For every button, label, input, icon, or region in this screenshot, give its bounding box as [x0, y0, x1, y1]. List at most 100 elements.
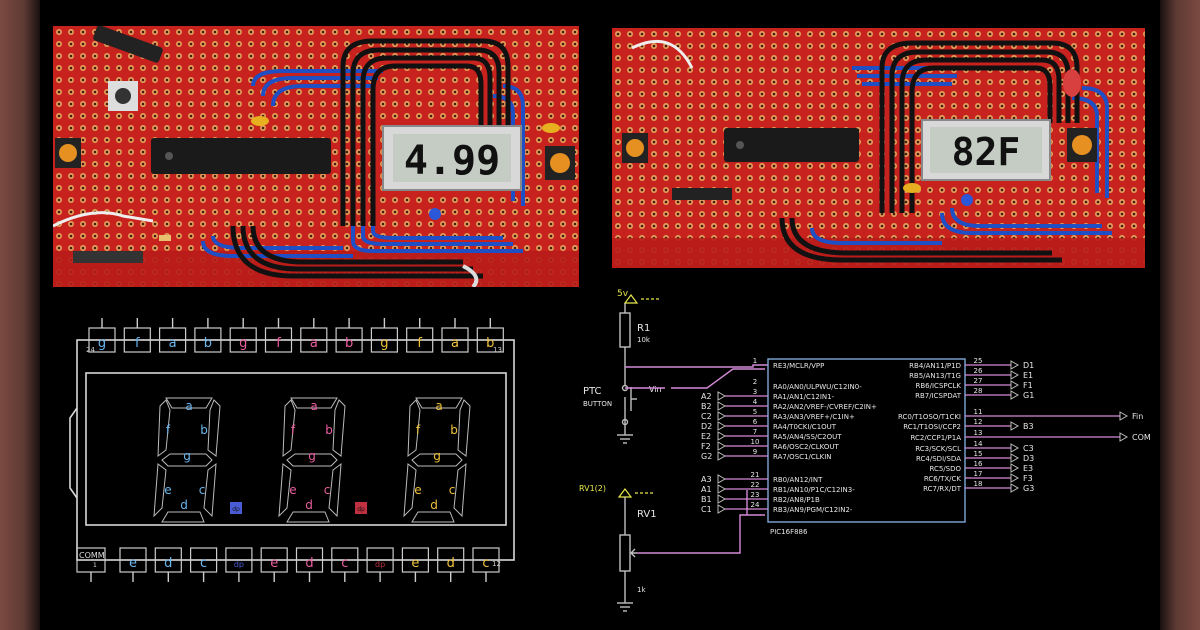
pin-number: 4 [753, 398, 758, 406]
supply-symbol [623, 294, 661, 304]
net-label: Fin [1132, 412, 1143, 421]
pin-function: RC1/T1OSI/CCP2 [903, 423, 961, 431]
top-pin-label: a [310, 336, 318, 351]
pin-number-12: 12 [492, 560, 501, 568]
bottom-pin-12: c [472, 547, 500, 582]
pic16f886-chip [767, 358, 966, 523]
pin-number: 23 [751, 491, 760, 499]
net-label: C2 [701, 412, 712, 421]
top-pin-11: a [441, 318, 469, 353]
pin-function: RE3/MCLR/VPP [773, 362, 824, 370]
pin-number: 12 [974, 418, 983, 426]
decimal-point-1 [230, 502, 242, 514]
bottom-pin-label: d [164, 556, 172, 571]
pin-function: RA4/T0CKI/C1OUT [773, 423, 837, 431]
pin-function: RA2/AN2/VREF-/CVREF/C2IN+ [773, 403, 877, 411]
top-pin-10: f [406, 318, 434, 353]
bottom-pin-label: dp [375, 560, 385, 569]
vin-label: Vin [649, 385, 662, 394]
lcd-reading-right: 82F [952, 130, 1021, 174]
top-pin-label: b [345, 336, 353, 351]
net-label: G1 [1023, 391, 1034, 400]
segment-label-e: e [164, 483, 171, 497]
bottom-pin-label: c [200, 556, 207, 571]
pin-number: 3 [753, 388, 757, 396]
bottom-pin-3: d [154, 547, 182, 582]
net-label: E2 [701, 432, 711, 441]
pin-function: RC7/RX/DT [923, 485, 962, 493]
pin-number: 16 [974, 460, 983, 468]
segment-label-b: b [200, 423, 208, 437]
pin-number: 2 [753, 378, 757, 386]
circuit-photo-right: 82F [612, 28, 1145, 268]
net-label: COM [1132, 433, 1151, 442]
bottom-pin-11: d [437, 547, 465, 582]
net-label: A2 [701, 392, 712, 401]
segment-label-c: c [324, 483, 331, 497]
segment-label-e: e [414, 483, 421, 497]
bottom-pin-label: d [305, 556, 313, 571]
pin-number: 22 [751, 481, 760, 489]
bottom-pin-4: c [189, 547, 218, 582]
top-pin-label: g [98, 336, 106, 351]
lcd-outline [76, 339, 515, 561]
r1-value: 10k [637, 336, 651, 344]
net-label: A3 [701, 475, 712, 484]
top-pin-9: g [370, 318, 398, 353]
bottom-pin-label: c [341, 556, 348, 571]
black-wire-bundle [779, 40, 1080, 263]
top-pin-label: f [135, 336, 140, 351]
pin-number: 6 [753, 418, 758, 426]
segment-label-b: b [450, 423, 458, 437]
segment-label-f: f [291, 423, 296, 437]
segment-label-a: a [185, 399, 192, 413]
segment-label-b: b [325, 423, 333, 437]
pin-function: RA3/AN3/VREF+/C1IN+ [773, 413, 855, 421]
left-border [0, 0, 40, 630]
top-pin-1: g [88, 318, 116, 353]
lcd-reading-left: 4.99 [404, 138, 500, 184]
net-label: E1 [1023, 371, 1033, 380]
top-pin-5: g [229, 318, 257, 353]
pin-number: 28 [974, 387, 983, 395]
segment-label-f: f [416, 423, 421, 437]
net-label: B1 [701, 495, 712, 504]
top-pin-label: b [204, 336, 212, 351]
pin-number: 14 [974, 440, 983, 448]
pin-function: RC4/SDI/SDA [916, 455, 961, 463]
top-pin-label: a [169, 336, 177, 351]
ptc-label: PTC [583, 386, 602, 397]
segment-label-g: g [183, 449, 191, 463]
bottom-pin-label: e [129, 556, 137, 571]
top-pin-6: f [264, 318, 293, 353]
pin-function: RC5/SDO [929, 465, 961, 473]
circuit-photo-left: 4.99 [53, 26, 579, 287]
net-label: B2 [701, 402, 712, 411]
comm-label: COMM [79, 551, 105, 560]
net-label: G3 [1023, 484, 1034, 493]
rv1-value: 1k [637, 586, 646, 594]
pin-number: 17 [974, 470, 983, 478]
net-label: B3 [1023, 422, 1034, 431]
pin-function: RA1/AN1/C12IN1- [773, 393, 835, 401]
net-label: C1 [701, 505, 712, 514]
pin-function: RB7/ICSPDAT [915, 392, 962, 400]
bottom-pin-9: dp [366, 547, 394, 582]
